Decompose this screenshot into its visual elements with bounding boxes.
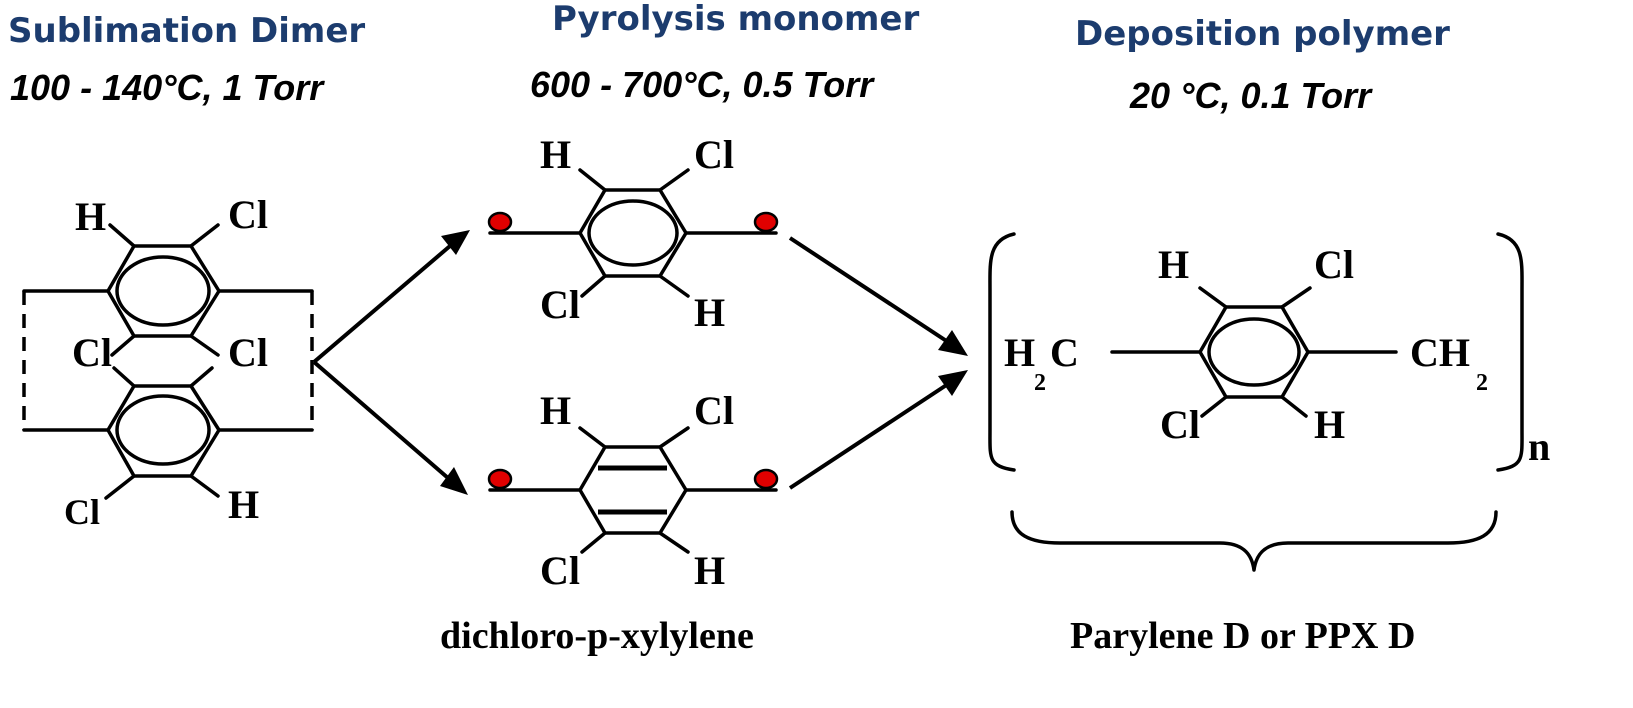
polymer-h-top: H <box>1158 242 1189 287</box>
monomer-caption: dichloro-p-xylylene <box>440 615 754 657</box>
sublimation-conditions: 100 - 140°C, 1 Torr <box>10 67 325 108</box>
polymer-structure <box>988 232 1524 572</box>
dimer-structure <box>22 223 314 500</box>
polymer-h2c-subscript: 2 <box>1034 370 1046 396</box>
pyrolysis-conditions: 600 - 700°C, 0.5 Torr <box>530 64 875 105</box>
polymer-h2c-c: C <box>1050 330 1079 375</box>
polymer-ch2-ch: CH <box>1410 330 1470 375</box>
polymer-ch2-subscript: 2 <box>1476 370 1488 396</box>
merge-arrows <box>788 236 968 490</box>
polymer-cl-top: Cl <box>1314 242 1354 287</box>
deposition-title: Deposition polymer <box>1075 14 1450 54</box>
split-arrows <box>312 230 470 495</box>
monomer-bottom-cl-bottom: Cl <box>540 548 580 593</box>
pyrolysis-title: Pyrolysis monomer <box>552 0 919 39</box>
monomer-top-h-bottom: H <box>694 290 725 335</box>
dimer-cl-mid-right: Cl <box>228 330 268 375</box>
polymer-h-bottom: H <box>1314 402 1345 447</box>
monomer-top-structure <box>487 168 779 298</box>
polymer-repeat-n: n <box>1528 424 1550 469</box>
sublimation-title: Sublimation Dimer <box>8 11 365 51</box>
monomer-bottom-structure <box>487 426 779 554</box>
polymer-cl-bottom: Cl <box>1160 402 1200 447</box>
dimer-cl-bottom: Cl <box>64 492 100 532</box>
polymer-caption: Parylene D or PPX D <box>1070 615 1415 657</box>
dimer-h-top: H <box>75 194 106 239</box>
monomer-top-cl-top: Cl <box>694 132 734 177</box>
dimer-cl-mid-left: Cl <box>72 330 112 375</box>
monomer-bottom-h-bottom: H <box>694 548 725 593</box>
dimer-h-bottom: H <box>228 482 259 527</box>
polymer-h2c-h: H <box>1004 330 1035 375</box>
monomer-bottom-h-top: H <box>540 388 571 433</box>
monomer-top-cl-bottom: Cl <box>540 282 580 327</box>
monomer-top-h-top: H <box>540 132 571 177</box>
dimer-cl-top: Cl <box>228 192 268 237</box>
deposition-conditions: 20 °C, 0.1 Torr <box>1129 75 1373 116</box>
monomer-bottom-cl-top: Cl <box>694 388 734 433</box>
